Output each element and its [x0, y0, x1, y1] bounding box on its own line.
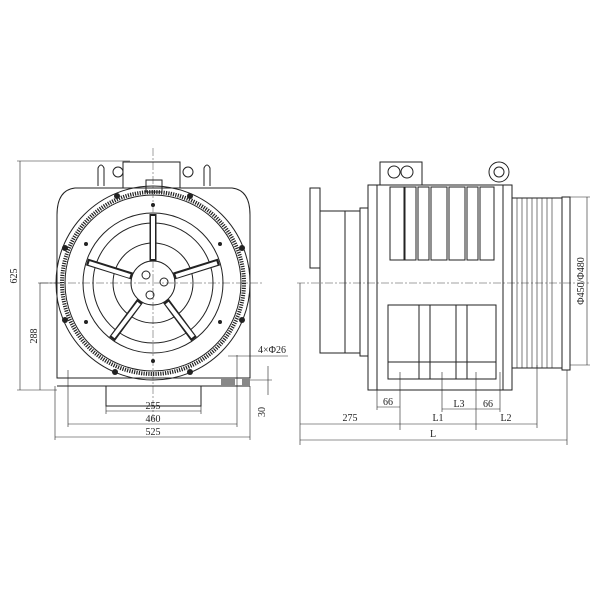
gear-teeth: [60, 190, 246, 376]
base-pad: [105, 385, 202, 407]
dim-l3: L3: [453, 399, 464, 410]
dim-255: 255: [146, 401, 161, 412]
dim-288: 288: [29, 329, 40, 344]
side-view: 66 275 L1 L3 66 L2 L Φ450/Φ480: [297, 161, 590, 445]
dim-625: 625: [9, 269, 20, 284]
terminal-box: [122, 161, 181, 189]
dim-460: 460: [146, 414, 161, 425]
dim-66-left: 66: [383, 397, 393, 408]
brake: [319, 210, 361, 354]
dim-sheave-diameter: Φ450/Φ480: [576, 257, 587, 304]
dim-525: 525: [146, 427, 161, 438]
dim-30: 30: [257, 407, 268, 417]
dim-66-right: 66: [483, 399, 493, 410]
front-view: 625 288 255 460 525 30 4×Φ26: [9, 148, 288, 440]
cooling-fins: [387, 186, 497, 380]
wheel-rim: [82, 212, 224, 354]
dim-275: 275: [343, 413, 358, 424]
dim-holes: 4×Φ26: [258, 345, 286, 356]
dim-l2: L2: [500, 413, 511, 424]
dim-l: L: [430, 429, 436, 440]
bolts: [62, 193, 245, 375]
dim-l1: L1: [432, 413, 443, 424]
